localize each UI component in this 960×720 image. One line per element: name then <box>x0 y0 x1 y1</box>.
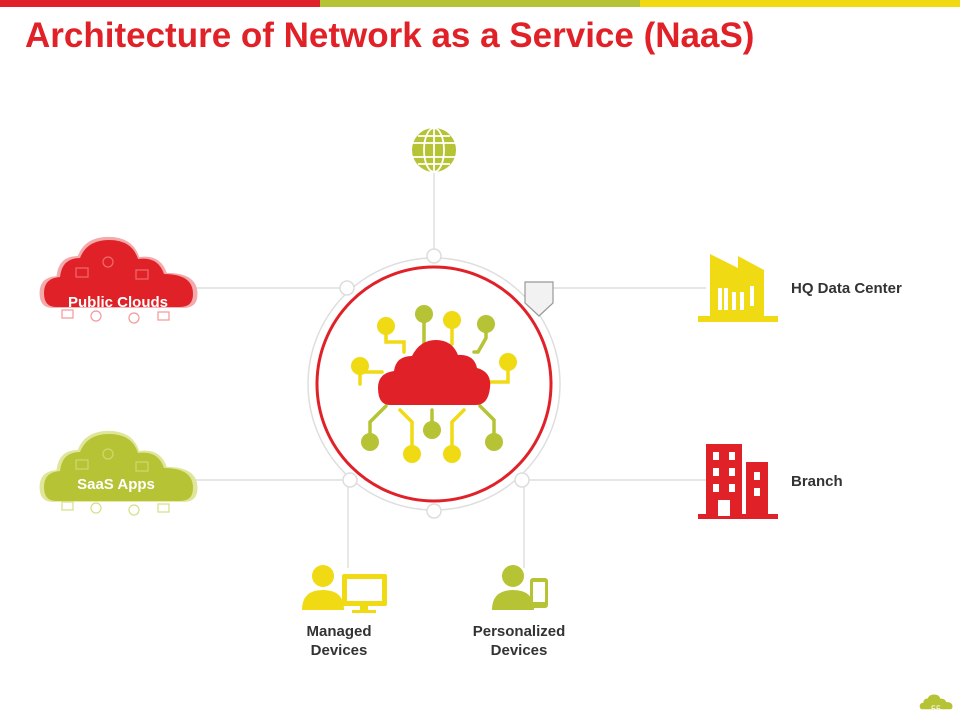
user-phone-icon <box>492 565 548 610</box>
top-bar-yellow <box>640 0 960 7</box>
hq-data-center-label: HQ Data Center <box>791 280 902 297</box>
office-building-icon <box>698 444 778 519</box>
saas-apps-cloud <box>39 430 198 516</box>
page-title: Architecture of Network as a Service (Na… <box>25 16 755 55</box>
factory-icon <box>698 254 778 322</box>
top-bar-red <box>0 0 320 7</box>
ring-node <box>514 472 530 488</box>
shield-icon <box>524 281 554 317</box>
connector-lines <box>190 172 706 568</box>
ring-node <box>339 280 355 296</box>
top-color-bar <box>0 0 960 7</box>
ring-nodes <box>339 248 530 519</box>
ring-node <box>342 472 358 488</box>
cloud-network-icon <box>351 305 517 463</box>
saas-apps-label: SaaS Apps <box>77 476 155 493</box>
public-clouds-label: Public Clouds <box>67 294 168 311</box>
managed-devices-label: Managed Devices <box>306 623 372 659</box>
user-monitor-icon <box>302 565 387 613</box>
globe-icon <box>412 127 456 173</box>
top-bar-green <box>320 0 640 7</box>
page-number: 55 <box>930 704 941 714</box>
ring-node <box>426 503 442 519</box>
ring-node <box>426 248 442 264</box>
public-clouds-cloud <box>39 236 198 324</box>
branch-label: Branch <box>791 473 843 490</box>
personalized-devices-label: Personalized Devices <box>472 623 566 659</box>
